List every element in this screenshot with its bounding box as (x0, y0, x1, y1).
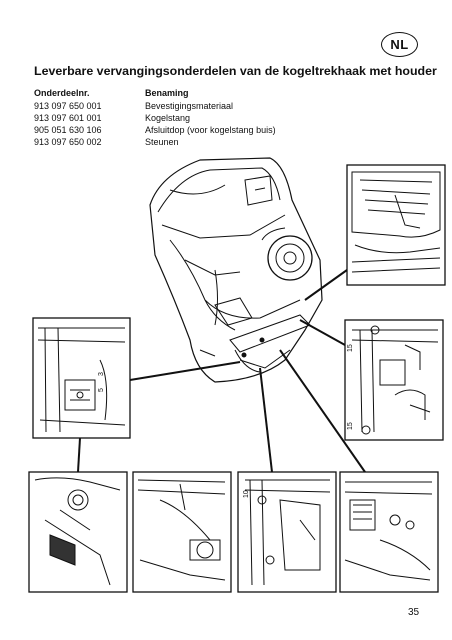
detail-top-right (346, 164, 446, 286)
page-number: 35 (408, 607, 420, 618)
part-name: Kogelstang (145, 113, 191, 123)
detail-bottom-4 (339, 471, 439, 593)
callout-10: 10 (243, 490, 250, 498)
callout-15-bottom: 15 (347, 422, 354, 430)
column-header-name: Benaming (145, 88, 189, 98)
detail-bottom-3: 10 (237, 471, 337, 593)
part-number: 905 051 630 106 (34, 125, 102, 135)
detail-left: 3 5 (32, 317, 131, 439)
part-number: 913 097 650 002 (34, 137, 102, 147)
page-title: Leverbare vervangingsonderdelen van de k… (34, 64, 437, 78)
part-number: 913 097 650 001 (34, 101, 102, 111)
callout-15-top: 15 (347, 344, 354, 352)
car-rear-drawing (149, 157, 323, 383)
detail-bottom-2 (132, 471, 232, 593)
part-number: 913 097 601 001 (34, 113, 102, 123)
part-name: Steunen (145, 137, 179, 147)
detail-bottom-1 (28, 471, 128, 593)
callout-5: 5 (98, 388, 105, 392)
detail-right: 15 15 (344, 319, 444, 441)
leader-lines (77, 269, 366, 473)
callout-3: 3 (98, 372, 105, 376)
column-header-part-number: Onderdeelnr. (34, 88, 90, 98)
language-badge: NL (381, 32, 418, 57)
part-name: Afsluitdop (voor kogelstang buis) (145, 125, 276, 135)
part-name: Bevestigingsmateriaal (145, 101, 234, 111)
